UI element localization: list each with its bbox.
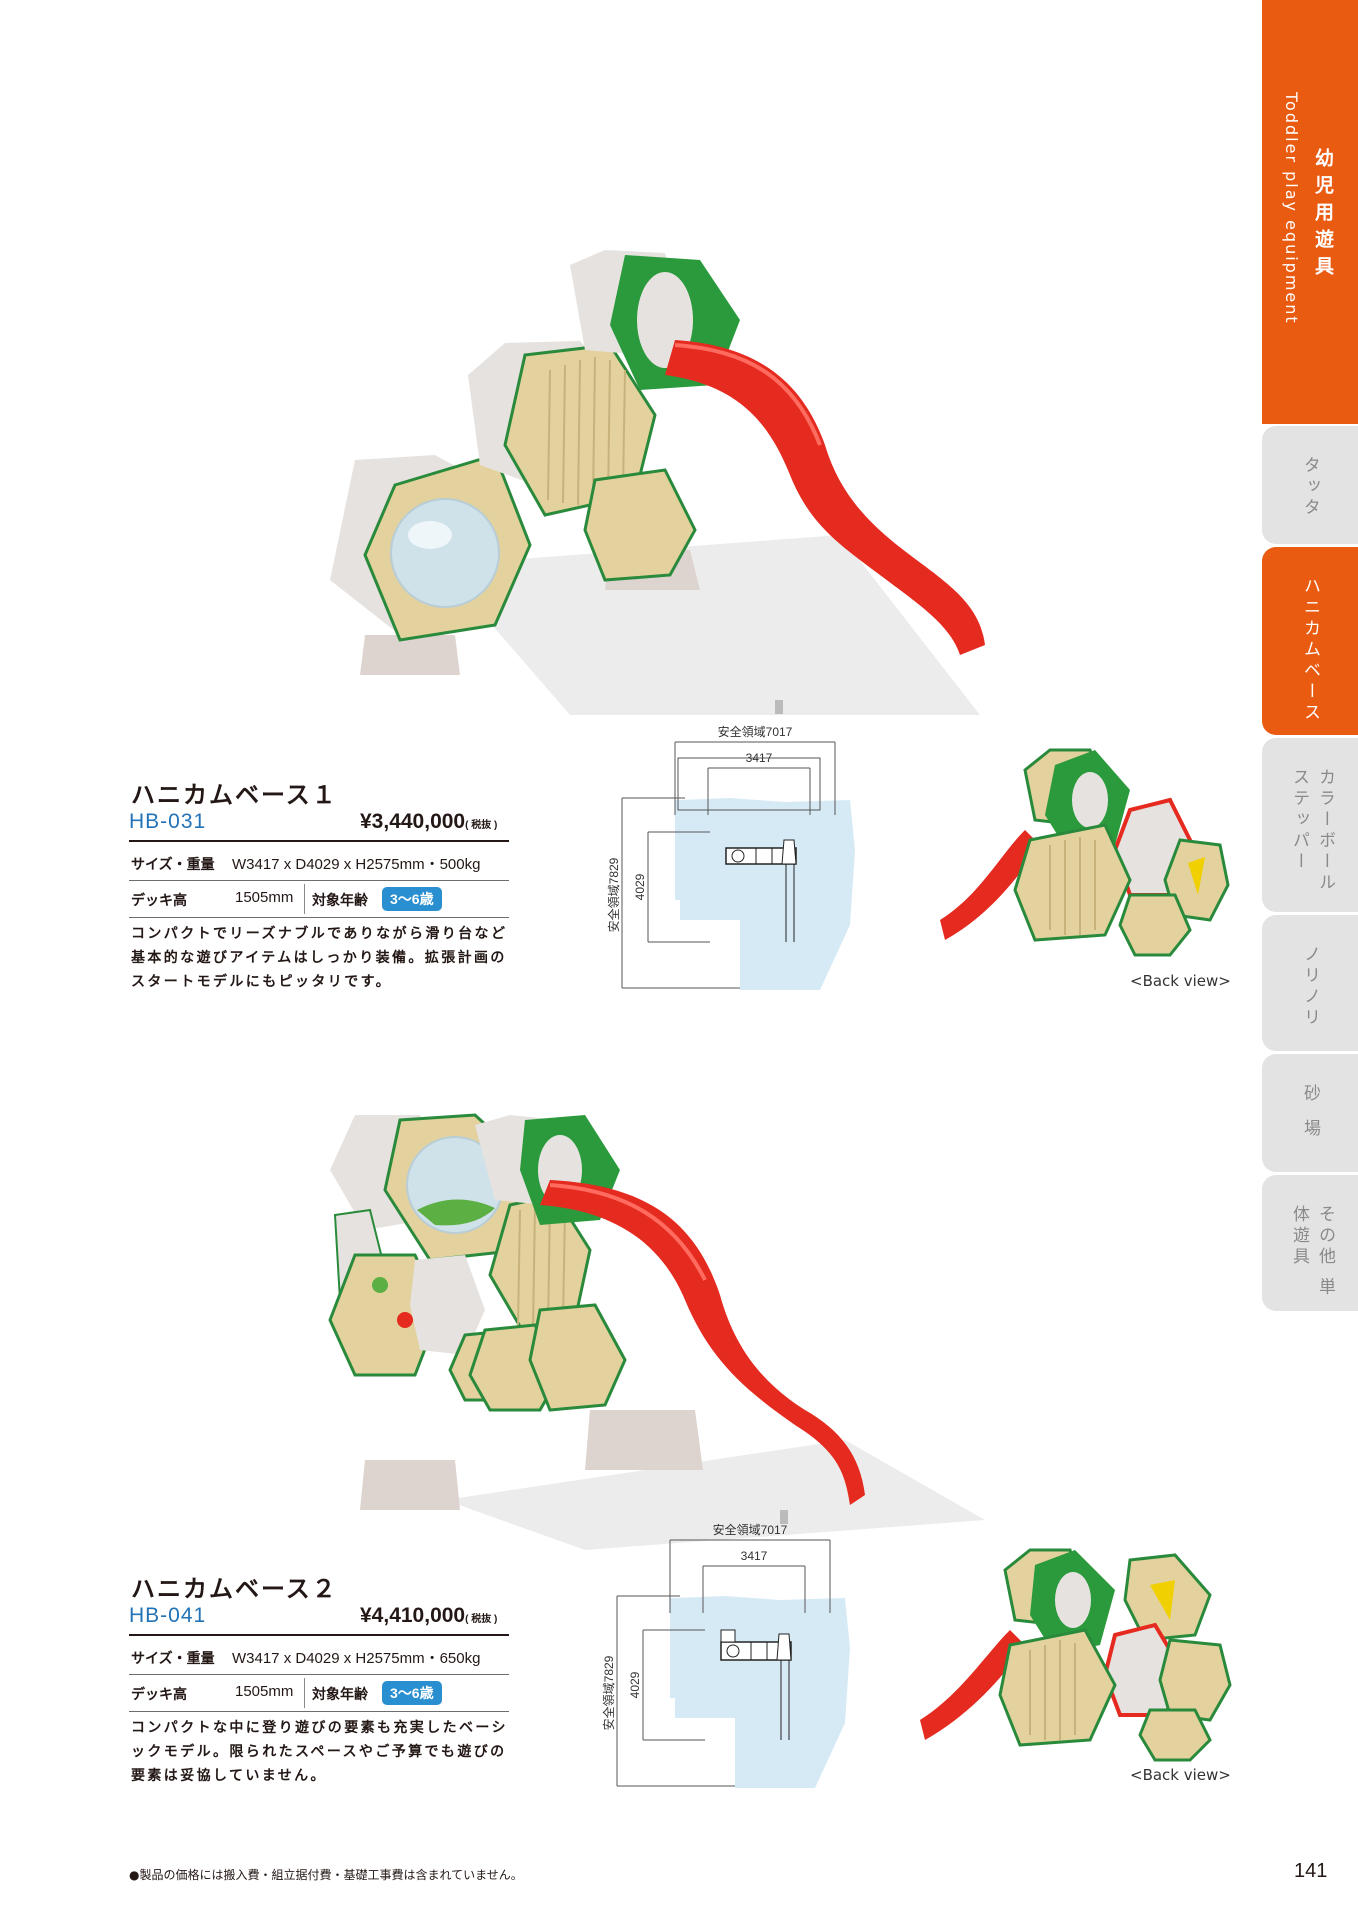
product-1-back-view (940, 748, 1230, 957)
tab-honeycomb-label: ハニカムベース (1300, 577, 1320, 724)
product-1-tax-note: ( 税抜 ) (465, 820, 498, 831)
product-2-title: ハニカムベース２ (131, 1575, 338, 1603)
tab-other[interactable]: その他 単体遊具 (1262, 1175, 1358, 1311)
tab-color-ball-label: カラーボール ステッパー (1289, 768, 1335, 894)
product-2-dimension-diagram: 安全領域7017 3417 安全領域7829 4029 (601, 1522, 850, 1788)
product-1-description: コンパクトでリーズナブルでありながら滑り台など基本的な遊びアイテムはしっかり装備… (131, 926, 508, 990)
product-2-rule-top (129, 1634, 509, 1636)
product-1-back-view-label: <Back view> (1130, 972, 1231, 990)
product-2-safe-depth: 安全領域7829 (601, 1655, 616, 1730)
price-footnote: ●製品の価格には搬入費・組立据付費・基礎工事費は含まれていません。 (129, 1868, 523, 1882)
product-2-code: HB-041 (129, 1604, 207, 1627)
product-1-code: HB-031 (129, 810, 207, 833)
product-1-rule-mid (129, 880, 509, 881)
product-2-width: 3417 (741, 1549, 768, 1563)
tab-tatta[interactable]: タッタ (1262, 426, 1358, 544)
product-1-depth: 4029 (633, 873, 647, 900)
tab-tatta-label: タッタ (1300, 456, 1320, 519)
product-1-deck-value: 1505mm (235, 889, 294, 906)
product-1-dimension-diagram: 安全領域7017 3417 安全領域7829 4029 (606, 724, 855, 990)
product-1-price: ¥3,440,000( 税抜 ) (360, 810, 497, 834)
category-label-en: Toddler play equipment (1282, 92, 1301, 325)
product-2-deck-value: 1505mm (235, 1683, 294, 1700)
category-label-ja: 幼児用遊具 (1312, 148, 1334, 283)
product-2-tax-note: ( 税抜 ) (465, 1614, 498, 1625)
product-2-back-view-label: <Back view> (1130, 1766, 1231, 1784)
product-2-divider (304, 1678, 305, 1708)
tab-norinori-label: ノリノリ (1300, 945, 1320, 1029)
product-2-age-label: 対象年齢 (312, 1686, 368, 1702)
product-2-size-label: サイズ・重量 (131, 1650, 215, 1666)
product-1-size-value: W3417 x D4029 x H2575mm・500kg (232, 856, 481, 873)
product-2-illustration (328, 1113, 985, 1550)
product-1-divider (304, 884, 305, 914)
product-1-price-value: ¥3,440,000 (360, 810, 466, 833)
category-tab-toddler[interactable]: 幼児用遊具 Toddler play equipment (1262, 0, 1358, 424)
product-1-deck-label: デッキ高 (131, 892, 187, 908)
product-1-rule-bottom (129, 917, 509, 918)
product-2-deck-label: デッキ高 (131, 1686, 187, 1702)
tab-other-label: その他 単体遊具 (1289, 1205, 1335, 1299)
product-2-safe-width: 安全領域7017 (713, 1522, 788, 1537)
tab-sandbox-label: 砂場 (1300, 1084, 1320, 1154)
product-1-age-label: 対象年齢 (312, 892, 368, 908)
product-2-description: コンパクトな中に登り遊びの要素も充実したベーシックモデル。限られたスペースやご予… (131, 1720, 508, 1784)
product-2-age-badge: 3〜6歳 (382, 1681, 442, 1705)
product-2-rule-bottom (129, 1711, 509, 1712)
product-1-width: 3417 (746, 751, 773, 765)
product-2-back-view (920, 1548, 1232, 1762)
product-2-rule-mid (129, 1674, 509, 1675)
product-2-depth: 4029 (628, 1671, 642, 1698)
product-2-price: ¥4,410,000( 税抜 ) (360, 1604, 497, 1628)
tab-norinori[interactable]: ノリノリ (1262, 915, 1358, 1051)
product-1-title: ハニカムベース１ (131, 781, 338, 809)
product-1-rule-top (129, 840, 509, 842)
tab-color-ball-stepper[interactable]: カラーボール ステッパー (1262, 738, 1358, 912)
product-1-illustration (330, 250, 985, 715)
product-1-age-badge: 3〜6歳 (382, 887, 442, 911)
page-number: 141 (1294, 1860, 1328, 1882)
tab-sandbox[interactable]: 砂場 (1262, 1054, 1358, 1172)
product-1-size-label: サイズ・重量 (131, 856, 215, 872)
product-2-price-value: ¥4,410,000 (360, 1604, 466, 1627)
product-1-safe-width: 安全領域7017 (718, 724, 793, 739)
product-2-size-value: W3417 x D4029 x H2575mm・650kg (232, 1650, 481, 1667)
product-1-safe-depth: 安全領域7829 (606, 857, 621, 932)
tab-honeycomb-base[interactable]: ハニカムベース (1262, 547, 1358, 735)
